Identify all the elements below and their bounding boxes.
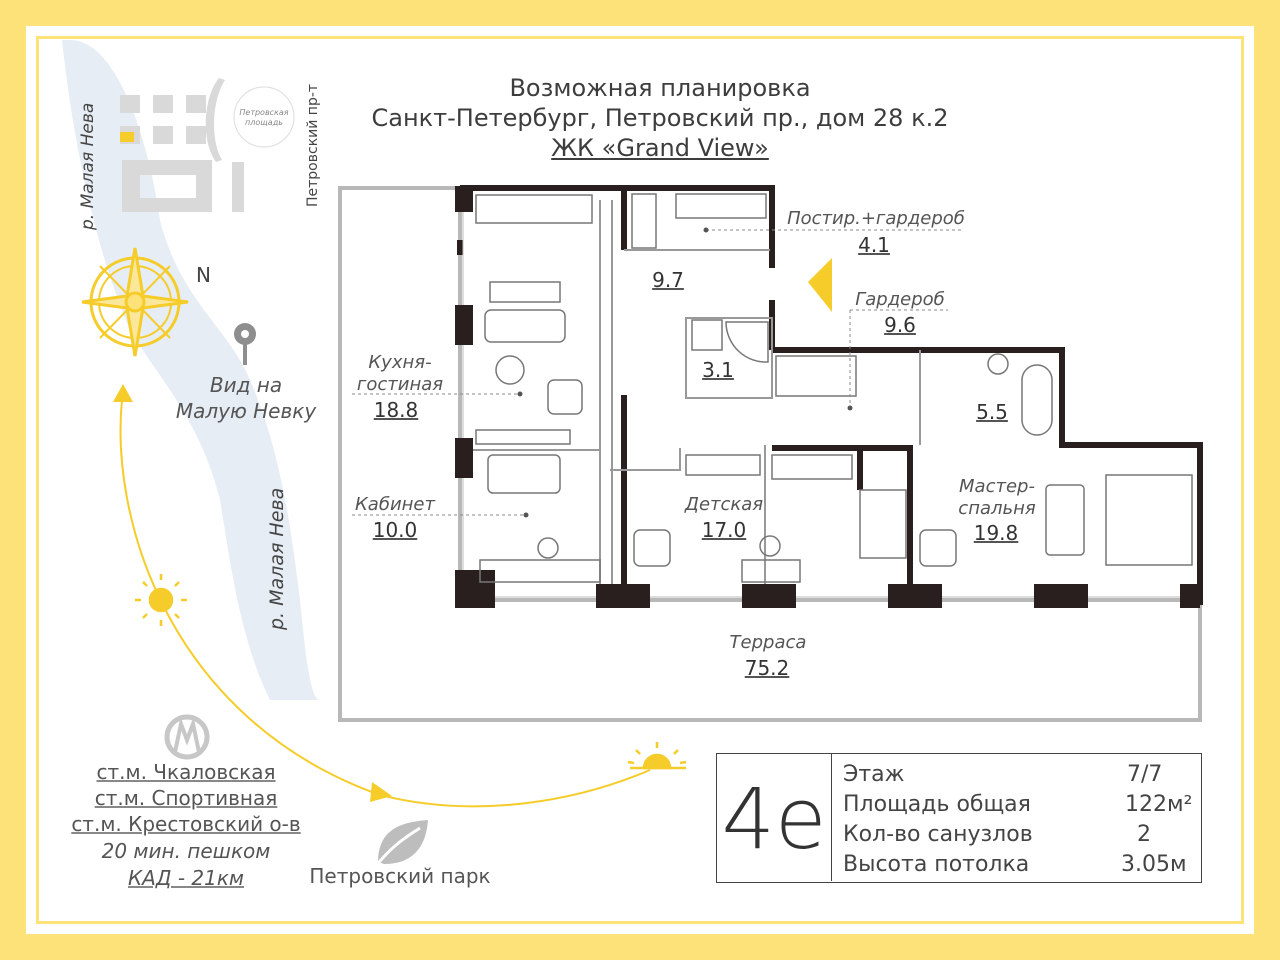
info-area-value: 122м² — [1125, 792, 1193, 817]
info-area-label: Площадь общая — [843, 792, 1031, 817]
info-bathrooms-label: Кол-во санузлов — [843, 822, 1033, 847]
info-ceiling-value: 3.05м — [1121, 852, 1187, 877]
title-line3-text: ЖК «Grand View» — [551, 134, 769, 162]
kad-distance: КАД - 21км — [36, 866, 336, 890]
park-label: Петровский парк — [309, 864, 491, 888]
metro-station-2-text: ст.м. Спортивная — [94, 786, 278, 810]
title-line2: Санкт-Петербург, Петровский пр., дом 28 … — [371, 104, 949, 132]
entrance-marker — [808, 258, 832, 312]
room-master-name: Мастер- спальня — [944, 476, 1050, 520]
info-floor-value: 7/7 — [1127, 762, 1163, 787]
room-master-name-line2: спальня — [958, 498, 1036, 519]
compass-icon — [81, 247, 189, 357]
apartment-info-box: 4е Этаж 7/7 Площадь общая 122м² Кол-во с… — [716, 753, 1202, 883]
walls — [457, 185, 1203, 605]
room-kids-area: 17.0 — [701, 518, 747, 542]
room-kitchen-name-line1: Кухня- — [368, 352, 432, 373]
leader-lines — [352, 229, 964, 516]
room-kitchen-name: Кухня- гостиная — [340, 352, 460, 396]
room-master-area: 19.8 — [973, 521, 1019, 545]
metro-icon — [164, 714, 210, 760]
room-hall-area: 9.7 — [652, 268, 684, 292]
park-leaf-icon — [374, 820, 428, 867]
arrow-up-icon — [113, 384, 133, 402]
room-bath-big-area: 5.5 — [976, 400, 1008, 424]
metro-station-2: ст.м. Спортивная — [36, 786, 336, 810]
view-label-line2: Малую Невку — [175, 399, 317, 423]
room-kids-name: Детская — [684, 494, 764, 515]
room-master-name-line1: Мастер- — [959, 476, 1035, 497]
room-kitchen-name-line2: гостиная — [356, 374, 444, 395]
view-label-line1: Вид на — [209, 373, 283, 397]
sunset-icon — [627, 742, 687, 770]
square-circle — [233, 86, 295, 148]
pillars — [455, 186, 1200, 608]
sun-path-arc — [119, 399, 651, 808]
north-label: N — [196, 263, 211, 287]
arrow-right-icon — [370, 782, 392, 802]
map-pin-icon — [234, 323, 256, 365]
kad-distance-text: КАД - 21км — [127, 866, 245, 890]
metro-station-3: ст.м. Крестовский о-в — [36, 812, 336, 836]
title-line1: Возможная планировка — [509, 74, 811, 102]
furniture — [475, 193, 1193, 583]
title-line3: ЖК «Grand View» — [340, 134, 980, 162]
square-label: Петровская площадь — [234, 108, 294, 128]
city-blocks — [120, 78, 244, 212]
info-floor-label: Этаж — [843, 762, 905, 787]
interior-walls — [460, 200, 921, 600]
info-bathrooms-value: 2 — [1137, 822, 1151, 847]
inner-frame — [36, 36, 1244, 924]
metro-station-3-text: ст.м. Крестовский о-в — [71, 812, 301, 836]
info-ceiling-label: Высота потолка — [843, 852, 1030, 877]
sun-icon — [135, 574, 187, 626]
metro-station-1-text: ст.м. Чкаловская — [96, 760, 276, 784]
square-label-line2: площадь — [245, 118, 283, 127]
view-label: Вид на Малую Невку — [156, 372, 336, 424]
room-terrace-area: 75.2 — [744, 656, 790, 680]
room-wardrobe-area: 9.6 — [884, 313, 916, 337]
metro-station-1: ст.м. Чкаловская — [36, 760, 336, 784]
room-kitchen-area: 18.8 — [373, 398, 419, 422]
windows — [462, 212, 1180, 598]
apartment-code: 4е — [717, 754, 832, 881]
square-label-line1: Петровская — [239, 108, 289, 117]
room-office-area: 10.0 — [372, 518, 418, 542]
room-laundry-area: 4.1 — [858, 233, 890, 257]
walk-time: 20 мин. пешком — [101, 839, 271, 863]
room-bath-small-area: 3.1 — [702, 358, 734, 382]
room-laundry-name: Постир.+гардероб — [787, 208, 965, 229]
room-terrace-name: Терраса — [729, 632, 807, 653]
room-wardrobe-name: Гардероб — [855, 289, 945, 310]
room-office-name: Кабинет — [355, 494, 435, 515]
